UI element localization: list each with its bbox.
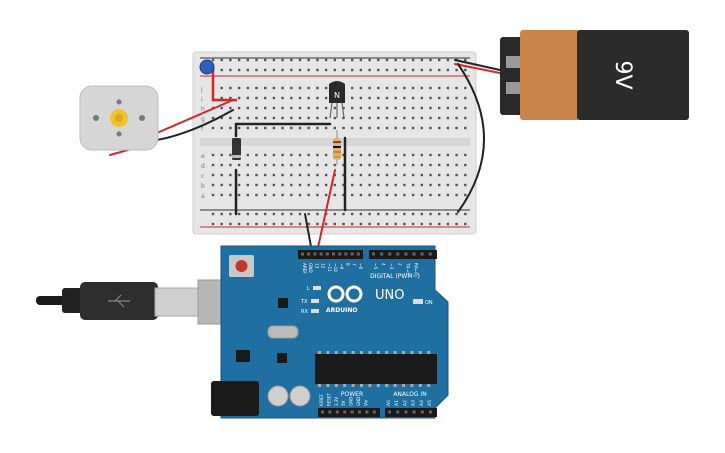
transistor-label: N (334, 91, 340, 100)
digital-header-label: DIGITAL (PWM~) (370, 273, 420, 280)
row-letter-j: j (200, 86, 203, 93)
led-label-l: L (307, 286, 310, 292)
pin-label-power: RESET (326, 393, 331, 406)
pin-label-power: Vin (363, 399, 368, 406)
row-letter-g: g (201, 116, 205, 123)
battery-9v: 9V (500, 30, 689, 120)
pin-label-power: 5V (341, 400, 346, 406)
row-letter-d: d (201, 163, 205, 170)
row-letter-c: c (201, 173, 204, 180)
row-letter-f: f (201, 126, 204, 133)
resistor (333, 130, 341, 165)
analog-header-label: ANALOG IN (393, 391, 426, 398)
dc-motor (79, 85, 159, 151)
battery-label: 9V (610, 60, 635, 89)
usb-icon (108, 294, 130, 308)
row-letter-i: i (201, 96, 203, 103)
pin-label-top: AREF (302, 263, 307, 274)
reset-button[interactable] (229, 255, 254, 277)
power-header-label: POWER (341, 391, 363, 398)
capacitor (199, 59, 215, 75)
pin-label-power: 3.3V (334, 397, 339, 406)
row-letter-h: h (201, 106, 205, 113)
pin-label-top: GND (308, 263, 313, 273)
on-led-label: ON (425, 300, 433, 306)
pin-label-analog: A5 (427, 400, 433, 406)
arduino-logo-icon (327, 285, 363, 303)
pin-label-analog: A1 (394, 400, 400, 406)
pin-label-top: 7 (352, 263, 357, 266)
pin-label-analog: A2 (402, 400, 408, 406)
arduino-brand-label: ARDUINO (326, 307, 357, 314)
pin-label-top: ~10 (333, 263, 338, 272)
pin-label-top: TX→1 (405, 262, 410, 275)
arduino-model-label: UNO (375, 288, 404, 303)
pin-label-power: GND (356, 397, 361, 406)
pin-label-power: IOREF (319, 393, 324, 406)
pin-label-top: 8 (345, 263, 350, 266)
pin-label-analog: A3 (411, 400, 417, 406)
pin-label-analog: A4 (419, 400, 425, 406)
row-letter-a: a (201, 193, 205, 200)
pin-label-top: ~5 (373, 263, 378, 270)
led-label-rx: RX (301, 309, 308, 315)
pin-label-top: 12 (321, 263, 326, 269)
row-letter-e: e (201, 153, 205, 160)
pin-label-top: ~11 (327, 263, 332, 272)
led-label-tx: TX (300, 299, 308, 305)
pin-label-top: 13 (314, 263, 319, 269)
motor-shaft-icon (110, 109, 128, 127)
pin-label-top: 4 (381, 263, 386, 266)
pin-label-analog: A0 (386, 400, 392, 406)
pin-label-power: GND (349, 397, 354, 406)
pin-label-top: ~9 (339, 263, 344, 270)
pin-label-top: ~3 (389, 263, 394, 270)
pin-label-top: 2 (397, 263, 402, 266)
pin-label-top: ~6 (358, 263, 363, 270)
row-letter-b: b (201, 183, 205, 190)
transistor: N (329, 81, 345, 119)
diode (232, 138, 241, 160)
pin-label-top: RX←0 (414, 263, 419, 275)
